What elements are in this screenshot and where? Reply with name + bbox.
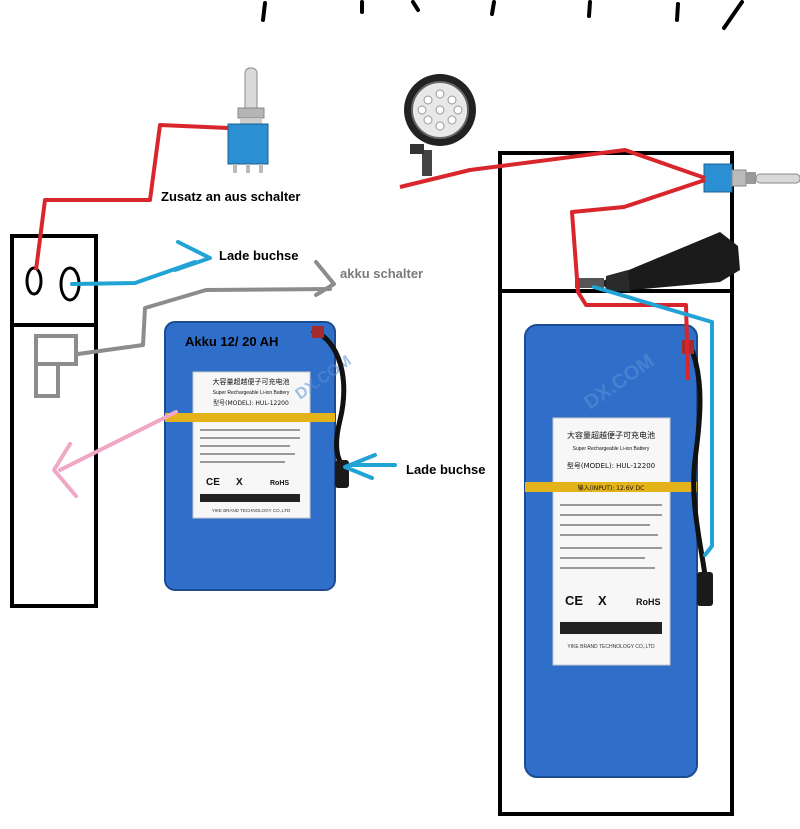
battery-left-ce-mark: CE <box>206 477 220 488</box>
battery-left-weee-mark: X <box>236 477 243 488</box>
label-akku-schalter: akku schalter <box>340 266 424 281</box>
battery-left-model: 型号(MODEL): HUL-12200 <box>213 399 289 407</box>
battery-left-subtitle: Super Rechargeable Li-ion Battery <box>213 390 290 396</box>
toggle-switch-right-icon <box>703 163 800 193</box>
enclosure-rocker-switch <box>34 334 78 398</box>
battery-right-rohs-mark: RoHS <box>636 597 661 607</box>
blue-wires <box>70 240 714 557</box>
battery-right-model: 型号(MODEL): HUL-12200 <box>567 461 655 470</box>
pink-arrow <box>52 410 178 498</box>
battery-left-footer: YIKE BRAND TECHNOLOGY CO.,LTD <box>212 508 291 513</box>
battery-right-title: 大容量超越便子可充电池 <box>567 430 655 440</box>
work-light-icon <box>404 74 476 176</box>
battery-right-input: 输入(INPUT): 12.6V DC <box>578 484 645 492</box>
enclosure-switch-hole <box>25 266 43 296</box>
battery-left: 大容量超越便子可充电池 Super Rechargeable Li-ion Ba… <box>164 321 355 591</box>
battery-right-subtitle: Super Rechargeable Li-ion Battery <box>573 446 650 452</box>
battery-right-weee-mark: X <box>598 593 607 608</box>
label-zusatz-switch: Zusatz an aus schalter <box>161 189 301 204</box>
grey-wires <box>76 260 336 356</box>
battery-left-rohs-mark: RoHS <box>270 480 289 487</box>
battery-right-ce-mark: CE <box>565 593 583 608</box>
label-lade-buchse-top: Lade buchse <box>219 248 299 263</box>
label-lade-buchse-right: Lade buchse <box>406 462 486 477</box>
battery-right: 大容量超越便子可充电池 Super Rechargeable Li-ion Ba… <box>524 324 713 778</box>
top-scribble-marks <box>261 0 744 30</box>
label-akku-capacity: Akku 12/ 20 AH <box>185 334 279 349</box>
toggle-switch-icon <box>227 67 269 173</box>
battery-right-footer: YIKE BRAND TECHNOLOGY CO.,LTD <box>567 644 655 650</box>
dc-plug-icon <box>575 232 740 292</box>
red-wires <box>34 123 706 381</box>
left-enclosure <box>10 234 98 608</box>
battery-left-title: 大容量超越便子可充电池 <box>213 377 290 386</box>
